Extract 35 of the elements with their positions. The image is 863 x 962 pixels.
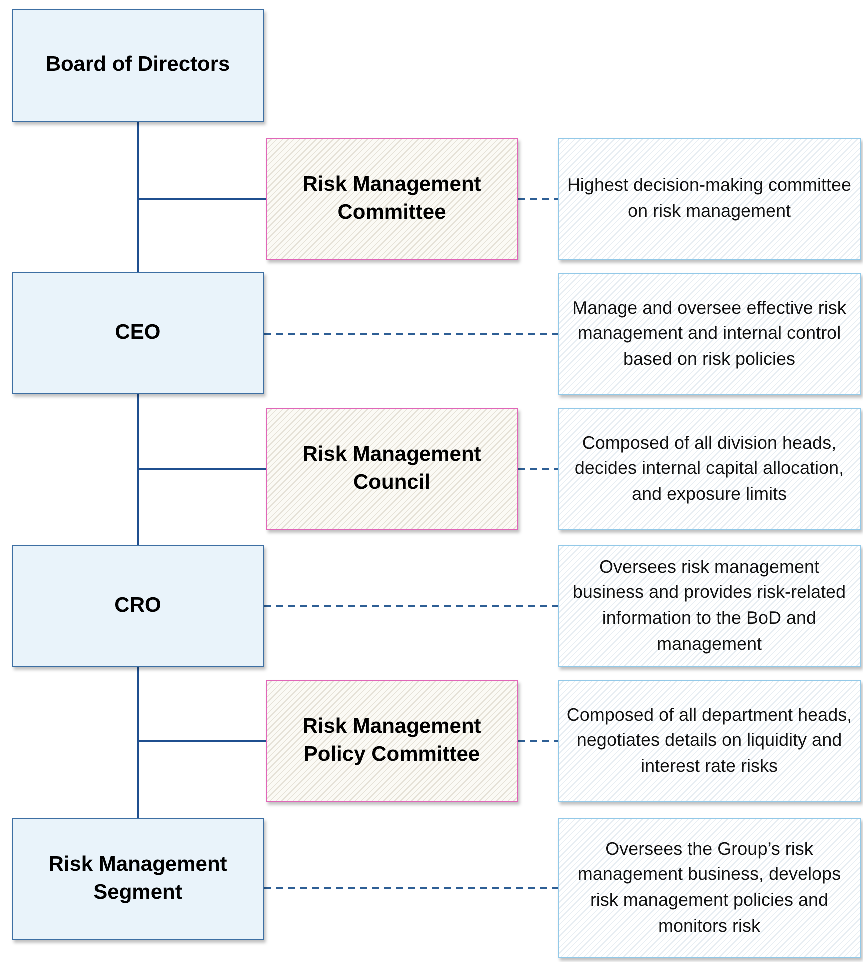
node-label: Oversees risk management business and provides risk-related information to the BoD and management bbox=[572, 556, 848, 656]
node-label: Oversees the Group’s risk management business, develops risk management policies and monitors risk bbox=[576, 838, 842, 938]
dashed-connector bbox=[518, 468, 558, 470]
description-box bbox=[558, 680, 861, 802]
node-label: Highest decision-making committee on risk management bbox=[566, 174, 853, 223]
node-label: Board of Directors bbox=[44, 52, 232, 78]
description-box bbox=[558, 818, 861, 958]
node-label: Risk Management Segment bbox=[48, 852, 228, 906]
org-unit-box bbox=[12, 272, 264, 394]
node-label: CEO bbox=[114, 320, 162, 346]
node-label: Risk Management Council bbox=[302, 442, 482, 496]
dashed-connector bbox=[264, 605, 558, 607]
node-label: Manage and oversee effective risk management and internal control based on risk policies bbox=[572, 296, 848, 371]
org-unit-box bbox=[12, 9, 264, 122]
connector-line bbox=[137, 394, 266, 470]
dashed-connector bbox=[518, 740, 558, 742]
node-label: Composed of all department heads, negotiates details on liquidity and interest rate risks bbox=[566, 704, 854, 778]
connector-line bbox=[137, 667, 266, 742]
org-unit-box bbox=[12, 545, 264, 667]
node-label: Composed of all division heads, decides internal capital allocation, and exposure limits bbox=[574, 432, 846, 506]
description-box bbox=[558, 408, 861, 530]
dashed-connector bbox=[264, 887, 558, 889]
node-label: Risk Management Policy Committee bbox=[302, 714, 482, 768]
node-label: CRO bbox=[114, 592, 162, 619]
committee-box bbox=[266, 408, 518, 530]
dashed-connector bbox=[518, 198, 558, 200]
description-box bbox=[558, 138, 861, 260]
committee-box bbox=[266, 680, 518, 802]
dashed-connector bbox=[264, 333, 558, 335]
description-box bbox=[558, 273, 861, 395]
connector-line bbox=[137, 122, 266, 200]
node-label: Risk Management Committee bbox=[302, 172, 482, 226]
description-box bbox=[558, 545, 861, 667]
committee-box bbox=[266, 138, 518, 260]
org-unit-box bbox=[12, 818, 264, 940]
